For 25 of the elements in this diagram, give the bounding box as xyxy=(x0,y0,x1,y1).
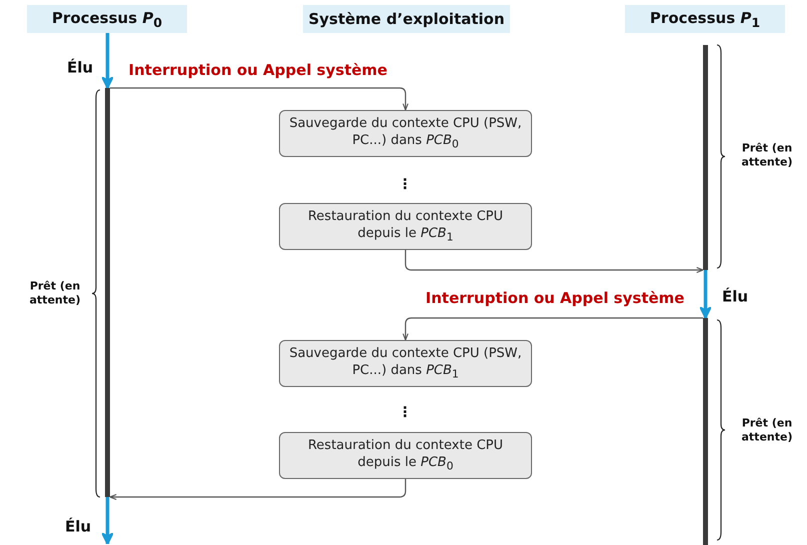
ellipsis: ⋮ xyxy=(398,176,412,194)
column-header: Processus P$_{0}$ xyxy=(27,5,187,33)
arrow xyxy=(110,87,408,111)
timeline-bar xyxy=(703,318,708,545)
arrow xyxy=(402,317,703,341)
state-name: Élu xyxy=(722,288,748,306)
arrow xyxy=(404,250,704,273)
process-box: Restauration du contexte CPU depuis le PCB$_{0}$ xyxy=(279,432,532,479)
timeline-bar xyxy=(105,88,110,497)
state-name: Élu xyxy=(64,518,92,536)
ellipsis: ⋮ xyxy=(398,404,412,422)
state-label: Prêt (en attente) xyxy=(28,279,82,307)
state-name: Élu xyxy=(66,58,94,78)
state-label: Prêt (en attente) xyxy=(740,141,794,169)
state-label: Prêt (en attente) xyxy=(740,416,794,444)
arrow xyxy=(101,33,114,89)
process-box: Restauration du contexte CPU depuis le PCB$_{1}$ xyxy=(279,203,532,250)
arrow xyxy=(109,479,406,500)
process-box: Sauvegarde du contexte CPU (PSW, PC...) dans PCB$_{0}$ xyxy=(279,110,532,157)
timeline-bar xyxy=(703,45,708,270)
process-box: Sauvegarde du contexte CPU (PSW, PC...) dans PCB$_{1}$ xyxy=(279,340,532,387)
arrow xyxy=(101,497,114,545)
column-header: Système d’exploitation xyxy=(303,5,510,33)
column-header: Processus P$_{1}$ xyxy=(625,5,785,33)
arrow xyxy=(699,270,712,319)
